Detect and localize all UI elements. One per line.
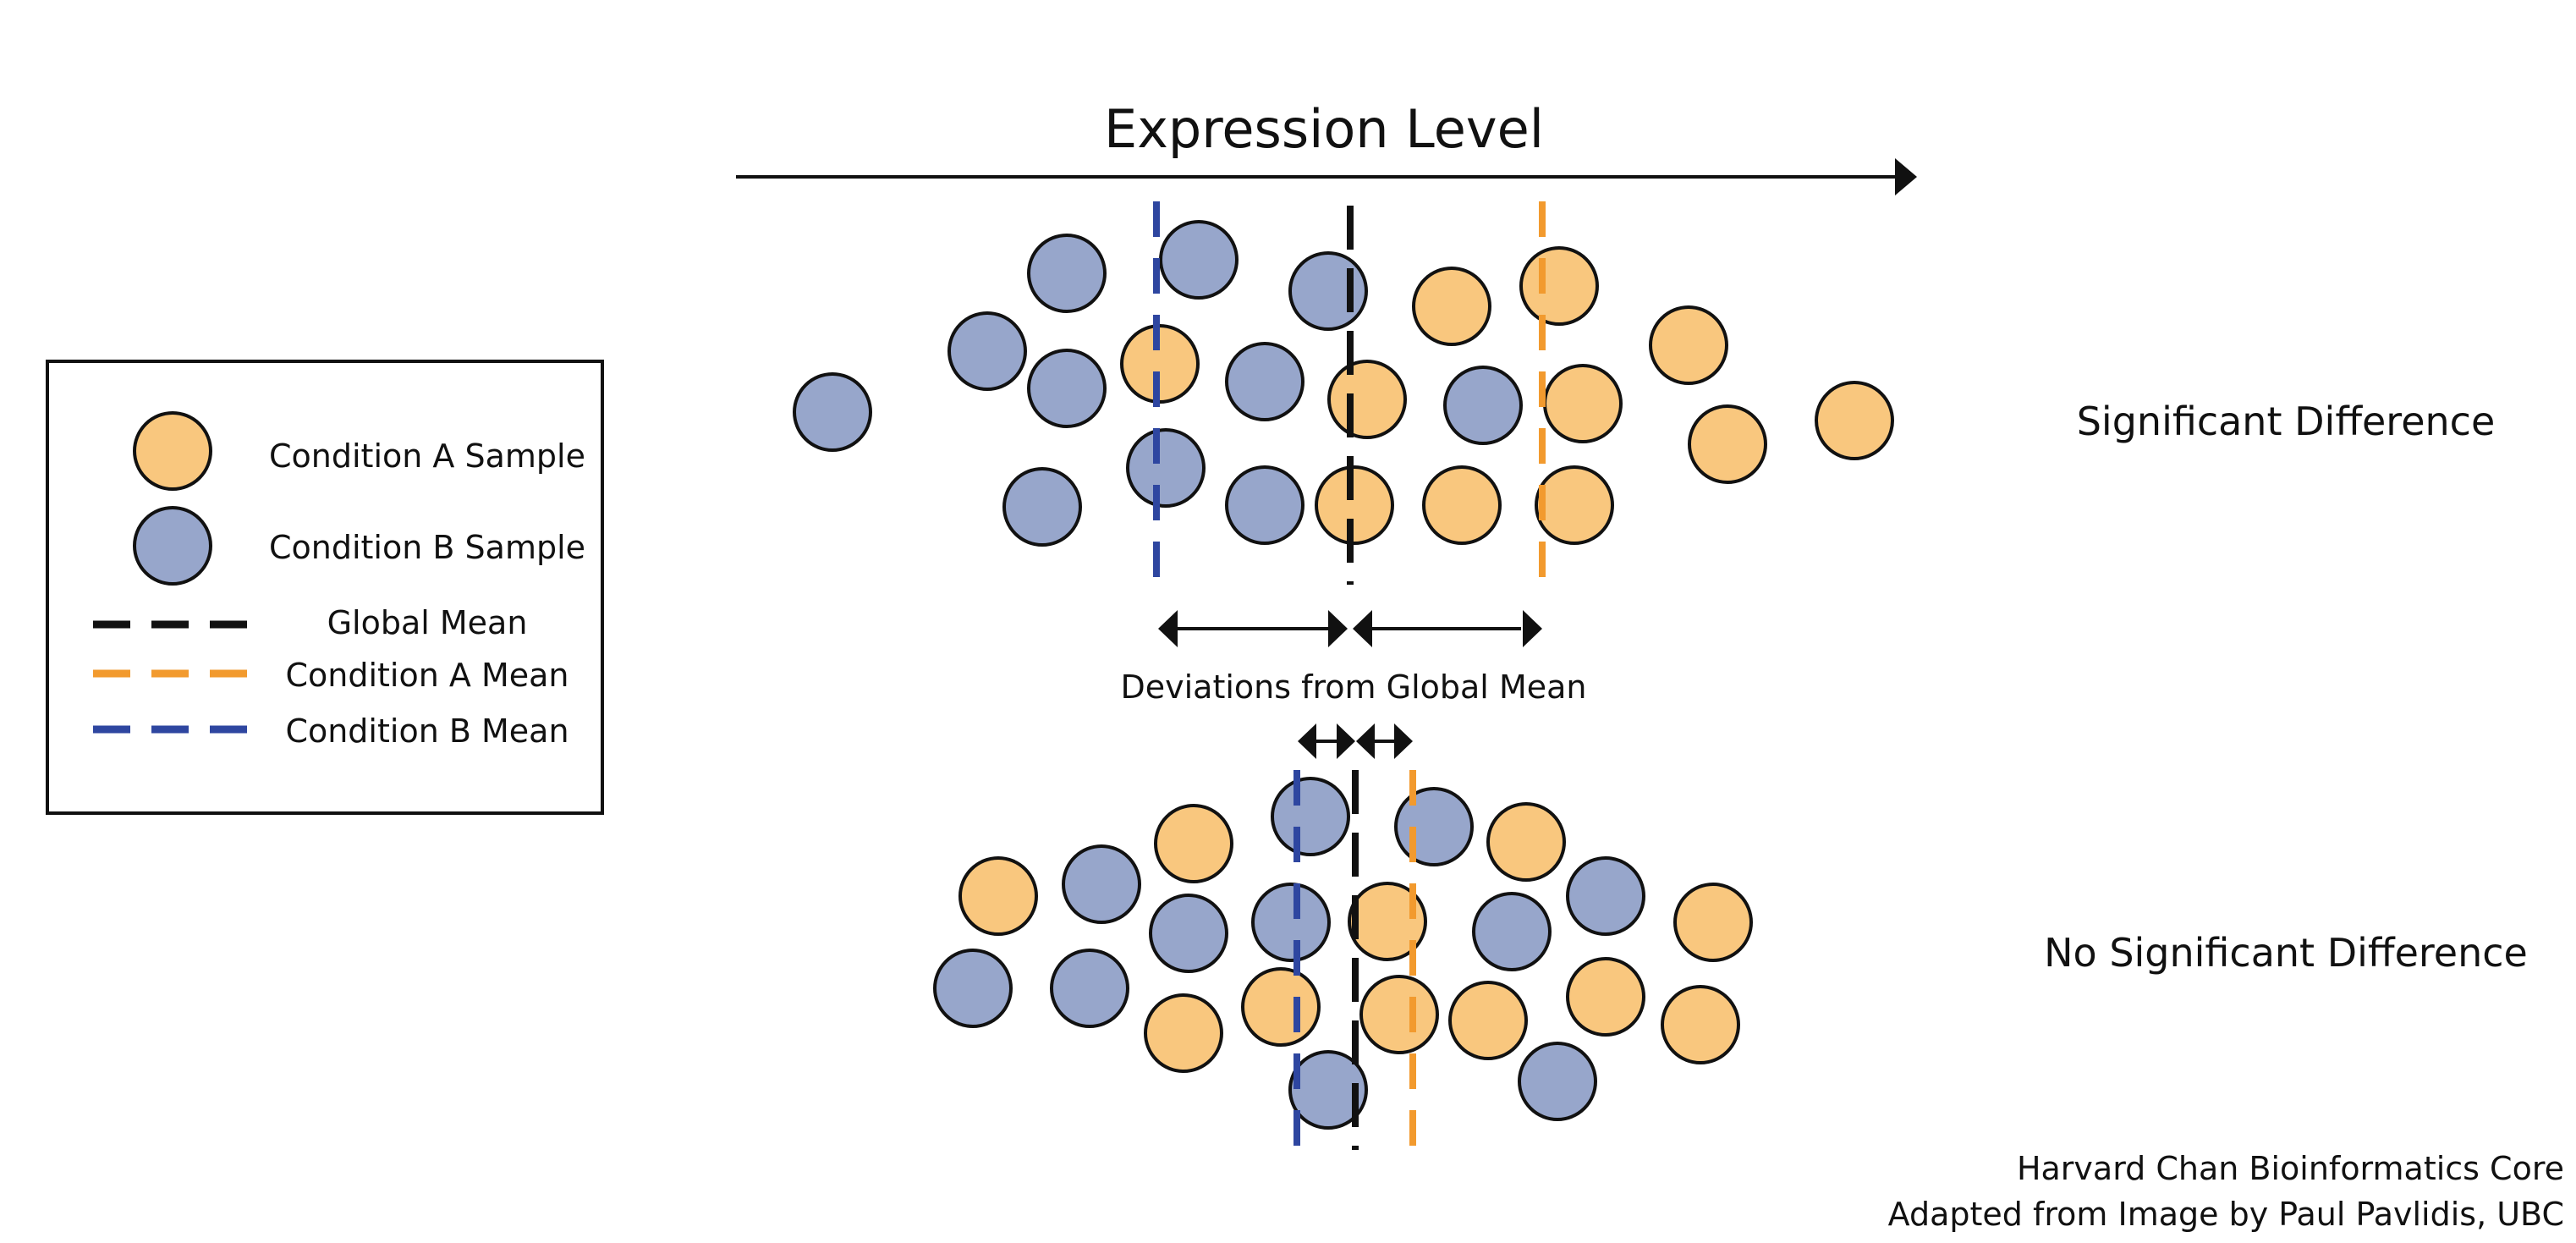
condition-a-sample <box>1154 804 1233 883</box>
axis-label: Expression Level <box>1104 98 1544 160</box>
condition-b-sample <box>1271 777 1350 856</box>
condition-b-sample <box>1566 856 1645 936</box>
arrowhead-left <box>1353 610 1372 647</box>
condition-a-sample <box>1348 882 1427 961</box>
condition-b-sample <box>1225 465 1304 545</box>
small-deviation-arrows <box>1298 723 1413 759</box>
top-panel-label: Significant Difference <box>2077 399 2496 444</box>
condition-a-sample <box>1519 246 1599 326</box>
legend-condition-a-swatch <box>133 411 212 491</box>
large-deviation-arrows <box>1158 610 1542 647</box>
condition-a-sample <box>1144 993 1223 1073</box>
condition-b-sample <box>947 311 1027 391</box>
arrowhead-right <box>1337 723 1355 759</box>
bottom-panel-label: No Significant Difference <box>2044 930 2528 976</box>
legend-condition-a-mean-label: Condition A Mean <box>285 657 568 694</box>
condition-b-sample <box>1251 883 1331 962</box>
condition-b-sample <box>793 372 872 452</box>
arrowhead-right <box>1394 723 1413 759</box>
condition-a-sample <box>1412 267 1491 346</box>
credit-line-1: Harvard Chan Bioinformatics Core <box>2016 1150 2564 1187</box>
condition-b-sample <box>1002 467 1082 547</box>
condition-a-sample <box>1543 364 1623 443</box>
arrowhead-right <box>1523 610 1542 647</box>
condition-b-sample <box>1472 892 1552 971</box>
condition-a-sample <box>1486 802 1566 882</box>
condition-b-sample <box>1050 949 1129 1028</box>
condition-a-sample <box>1327 360 1407 439</box>
condition-a-sample <box>1359 975 1439 1054</box>
condition-a-sample <box>1649 305 1728 385</box>
condition-b-sample <box>1394 787 1474 866</box>
legend-condition-b-mean-label: Condition B Mean <box>285 712 568 750</box>
credits: Harvard Chan Bioinformatics Core Adapted… <box>1888 1146 2564 1237</box>
legend: Condition A Sample Condition B Sample Gl… <box>46 360 604 815</box>
condition-a-sample <box>1673 883 1753 962</box>
arrowhead-left <box>1298 723 1316 759</box>
legend-condition-a-label: Condition A Sample <box>269 437 585 475</box>
top-panel-samples <box>793 220 1894 547</box>
bottom-panel-samples <box>933 777 1753 1130</box>
expression-axis: Expression Level <box>736 98 1917 195</box>
condition-a-sample <box>1448 981 1528 1060</box>
condition-a-sample <box>1661 985 1740 1064</box>
condition-b-sample <box>1149 894 1228 973</box>
legend-condition-b-swatch <box>133 506 212 586</box>
arrowhead-left <box>1356 723 1375 759</box>
arrowhead-left <box>1158 610 1178 647</box>
condition-a-sample <box>1535 465 1614 545</box>
condition-b-sample <box>933 949 1013 1028</box>
condition-b-sample <box>1443 366 1523 445</box>
condition-a-sample <box>1815 381 1894 460</box>
arrowhead-right <box>1328 610 1348 647</box>
axis-arrowhead <box>1895 158 1917 195</box>
condition-a-sample <box>1422 465 1502 545</box>
bottom-panel-means <box>1293 770 1416 1150</box>
condition-a-sample <box>1241 967 1321 1047</box>
condition-a-sample <box>1566 957 1645 1037</box>
condition-b-sample <box>1126 428 1206 508</box>
condition-a-sample <box>958 856 1038 936</box>
condition-b-sample <box>1518 1042 1597 1121</box>
condition-b-sample <box>1159 220 1239 300</box>
condition-b-sample <box>1288 1050 1368 1130</box>
condition-a-sample <box>1315 465 1394 545</box>
legend-global-mean-label: Global Mean <box>327 604 528 641</box>
top-panel-means <box>1153 201 1546 585</box>
condition-a-sample <box>1688 404 1767 484</box>
condition-b-sample <box>1288 251 1368 331</box>
deviation-label: Deviations from Global Mean <box>1121 668 1587 706</box>
condition-b-sample <box>1225 342 1304 421</box>
condition-b-sample <box>1027 234 1107 313</box>
credit-line-2: Adapted from Image by Paul Pavlidis, UBC <box>1887 1196 2564 1233</box>
condition-b-sample <box>1062 844 1141 924</box>
legend-condition-b-label: Condition B Sample <box>269 529 585 566</box>
condition-b-sample <box>1027 349 1107 428</box>
